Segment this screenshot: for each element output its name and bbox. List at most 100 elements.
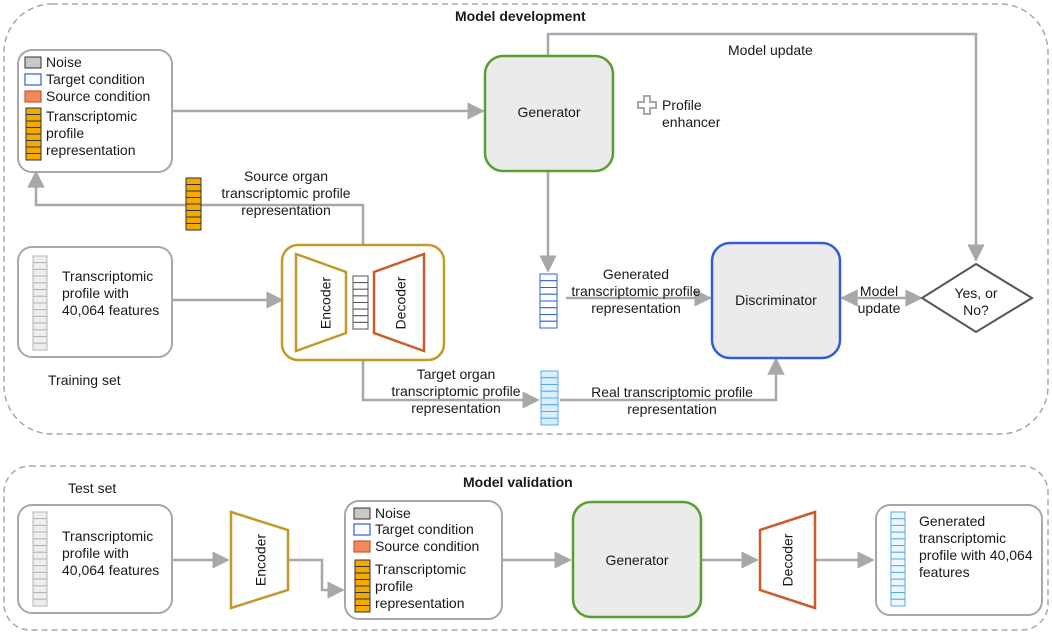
model-development-frame	[3, 3, 1049, 435]
test-profile-bar-segment	[32, 578, 48, 587]
generated-profile-bar-segment	[890, 538, 906, 547]
val-legend-representation-bar-segment	[354, 572, 371, 580]
generated-representation-label: Generated transcriptomic profile represe…	[571, 266, 701, 316]
val-decoder-label: Decoder	[780, 533, 796, 586]
discriminator-label: Discriminator	[735, 292, 817, 308]
val-legend-box	[344, 500, 503, 620]
training-profile-bar-segment	[32, 255, 48, 264]
generated-profile-bar-segment	[890, 565, 906, 573]
test-profile-bar-segment	[32, 571, 48, 580]
bottleneck-bar-segment	[352, 282, 369, 290]
decoder-shape	[372, 252, 426, 353]
source-organ-bar-segment	[185, 203, 202, 211]
generated-profile-bar-segment	[890, 518, 906, 526]
generated-representation-bar-segment	[539, 314, 558, 322]
discriminator-box	[710, 241, 842, 360]
source-organ-bar-segment	[185, 216, 202, 224]
real-representation-bar	[540, 370, 559, 426]
real-representation-bar-segment	[540, 384, 559, 392]
training-profile-bar-segment	[32, 329, 48, 338]
model-validation-frame	[3, 465, 1049, 631]
test-profile-box	[17, 504, 173, 614]
model-update-top-label: Model update	[728, 42, 813, 58]
val-generator-box	[571, 500, 703, 619]
real-representation-bar-segment	[540, 377, 559, 385]
real-representation-bar-segment	[540, 411, 559, 419]
target-organ-label: Target organ transcriptomic profile repr…	[391, 366, 521, 416]
bottleneck-bar-segment	[352, 288, 369, 297]
target-condition-swatch	[24, 73, 42, 86]
training-profile-bar-segment	[32, 282, 48, 291]
val-legend-representation-bar-segment	[354, 605, 371, 613]
val-decoder-shape	[758, 510, 817, 610]
val-source-condition-swatch	[353, 540, 371, 553]
val-legend-representation-bar-segment	[354, 598, 371, 606]
generated-profile-bar-segment	[890, 545, 906, 553]
real-representation-bar-segment	[540, 397, 559, 406]
plus-icon	[637, 95, 657, 115]
training-profile-bar	[32, 255, 48, 351]
test-profile-bar-segment	[32, 565, 48, 573]
val-legend-target-label: Target condition	[375, 521, 474, 537]
val-encoder-shape	[229, 510, 290, 610]
bottleneck-bar-segment	[352, 295, 369, 304]
source-organ-bar-segment	[185, 190, 202, 198]
generated-profile-bar-segment	[890, 531, 906, 540]
generator-box	[483, 54, 615, 173]
real-representation-bar-segment	[540, 404, 559, 412]
encoder-shape	[294, 252, 348, 353]
training-profile-bar-segment	[32, 309, 48, 317]
training-profile-bar-segment	[32, 336, 48, 344]
val-output-box	[875, 504, 1043, 616]
generated-representation-bar-segment	[539, 307, 558, 315]
real-to-discriminator-arrow	[560, 357, 785, 402]
source-organ-bar-segment	[185, 177, 202, 185]
source-organ-label: Source organ transcriptomic profile repr…	[221, 168, 351, 218]
training-profile-bar-segment	[32, 295, 48, 304]
test-profile-bar-segment	[32, 551, 48, 560]
training-profile-label: Transcriptomic profile with 40,064 featu…	[62, 268, 160, 318]
training-profile-bar-segment	[32, 315, 48, 324]
source-organ-bar	[185, 177, 202, 231]
test-profile-label: Transcriptomic profile with 40,064 featu…	[62, 528, 160, 578]
bottleneck-bar-segment	[352, 275, 369, 284]
legend-representation-label: Transcriptomic profile representation	[46, 108, 138, 158]
generated-profile-bar-segment	[890, 511, 906, 520]
test-profile-bar-segment	[32, 531, 48, 540]
val-legend-noise-label: Noise	[375, 505, 411, 521]
training-profile-box	[17, 246, 173, 358]
legend-representation-bar-segment	[25, 146, 42, 154]
test-profile-bar-segment	[32, 598, 48, 607]
bottleneck-bar-segment	[352, 321, 369, 330]
training-profile-bar-segment	[32, 302, 48, 311]
generator-label: Generator	[517, 104, 581, 120]
source-organ-bar-segment	[185, 184, 202, 192]
generated-profile-bar	[890, 511, 906, 607]
val-target-condition-swatch	[353, 523, 371, 536]
bottleneck-bar-segment	[352, 315, 369, 323]
val-encoder-to-legend-arrow	[289, 558, 345, 599]
training-set-label: Training set	[48, 372, 121, 388]
generated-profile-bar-segment	[890, 592, 906, 600]
noise-swatch	[24, 56, 42, 69]
training-profile-bar-segment	[32, 342, 48, 351]
legend-representation-bar-segment	[25, 107, 42, 115]
generated-representation-bar	[539, 273, 558, 329]
test-set-label: Test set	[68, 480, 117, 496]
generated-representation-bar-segment	[539, 300, 558, 309]
val-generated-profile-label: Generated transcriptomic profile with 40…	[919, 513, 1033, 580]
training-profile-bar-segment	[32, 262, 48, 270]
bottleneck-bar-segment	[352, 308, 369, 317]
generated-representation-bar-segment	[539, 287, 558, 295]
generated-representation-bar-segment	[539, 273, 558, 282]
test-profile-bar-segment	[32, 592, 48, 600]
model-update-arrow	[546, 32, 985, 262]
generated-profile-bar-segment	[890, 571, 906, 580]
training-profile-bar-segment	[32, 322, 48, 331]
test-profile-bar-segment	[32, 558, 48, 567]
profile-enhancer-label: Profile enhancer	[662, 97, 721, 130]
real-representation-bar-segment	[540, 417, 559, 426]
target-organ-arrow	[361, 360, 540, 409]
legend-representation-bar-segment	[25, 140, 42, 148]
